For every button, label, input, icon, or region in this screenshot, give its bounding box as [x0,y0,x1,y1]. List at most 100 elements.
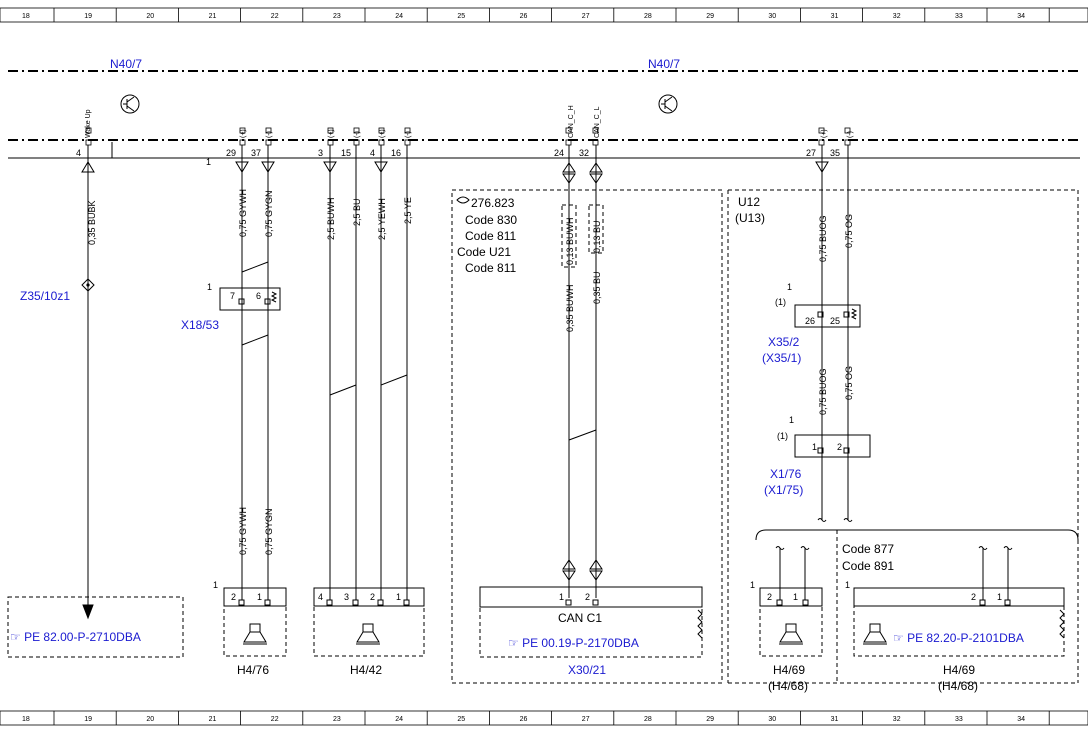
svg-text:Code U21: Code U21 [457,245,511,259]
svg-text:1: 1 [845,580,850,590]
component-h476: 1 2 1 [213,580,287,657]
optional-wire-box [561,204,604,268]
label-h476: H4/76 [237,663,269,677]
ruler-ticks: 1818191920202121222223232424252526262727… [22,8,1050,725]
pin-plus: (+) [821,129,828,138]
wire-symbols [81,161,829,620]
pin-plus: (+) [328,129,335,138]
component-h469-right: 1 2 1 ☞ PE 82.20-P-2101DBA [845,580,1065,657]
svg-text:1: 1 [207,282,212,292]
svg-text:1: 1 [559,592,564,602]
svg-text:1: 1 [997,592,1002,602]
ruler-number-top: 23 [333,13,341,20]
ruler-number-bottom: 27 [582,716,590,723]
svg-text:2: 2 [231,592,236,602]
ruler-number-bottom: 30 [768,716,776,723]
ruler-number-bottom: 29 [706,716,714,723]
svg-text:☞ PE 82.00-P-2710DBA: ☞ PE 82.00-P-2710DBA [10,630,141,644]
wire-buwh-25: 2,5 BUWH [326,197,336,240]
svg-text:4: 4 [318,592,323,602]
pin-number: 29 [226,148,236,158]
speaker-icon [243,623,267,645]
wire-og: 0,75 OG [844,366,854,400]
svg-text:☞ PE 00.19-P-2170DBA: ☞ PE 00.19-P-2170DBA [508,636,639,650]
svg-text:U12: U12 [738,195,760,209]
ruler-number-bottom: 25 [457,716,465,723]
ruler-number-top: 21 [209,13,217,20]
ruler-number-bottom: 34 [1017,716,1025,723]
pin-number: 3 [318,148,323,158]
label-h442: H4/42 [350,663,382,677]
pin-number: 24 [554,148,564,158]
wire-buwh-035: 0,35 BUWH [565,284,575,332]
connector-z35: Z35/10z1 [20,289,70,303]
wire-gywh: 0,75 GYWH [238,507,248,555]
wire-og: 0,75 OG [844,214,854,248]
ruler-number-top: 33 [955,13,963,20]
wire-yewh-25: 2,5 YEWH [377,198,387,240]
svg-text:7: 7 [230,291,235,301]
pin-minus: (-) [405,131,412,138]
module-boundary [8,70,1080,141]
wire-bubk: 0,35 BUBK [87,200,97,245]
svg-text:2: 2 [971,592,976,602]
transistor-icon [658,94,678,114]
connector-label-x35-alt: (X35/1) [762,351,801,365]
ruler-number-top: 30 [768,13,776,20]
svg-text:1: 1 [793,592,798,602]
reference-box-pe8200: ☞ PE 82.00-P-2710DBA [7,596,184,658]
label-h469-left: H4/69 [773,663,805,677]
pin-number: 32 [579,148,589,158]
ruler-number-top: 28 [644,13,652,20]
ruler-number-top: 19 [84,13,92,20]
splice-dot [86,283,90,287]
svg-text:Code 830: Code 830 [465,213,517,227]
pin-can-h: CAN_C_H [568,105,575,138]
wire-buog: 0,75 BUOG [818,368,828,415]
pin-plus: (+) [379,129,386,138]
bus-pin-one: 1 [206,157,211,167]
connector-x35: 1 (1) 26 25 [775,282,861,328]
ruler-number-top: 25 [457,13,465,20]
wire-labels: 0,35 BUBK 0,75 GYWH 0,75 GYGN 0,75 GYWH … [87,189,854,555]
wire-buwh-013: 0,13 BUWH [565,217,575,265]
svg-text:276.823: 276.823 [471,196,515,210]
transistor-icon [120,94,140,114]
svg-text:6: 6 [256,291,261,301]
ruler-number-bottom: 28 [644,716,652,723]
svg-text:1: 1 [787,282,792,292]
pin-wake-up: Wake Up [85,109,92,138]
ruler-number-bottom: 18 [22,716,30,723]
wire-gywh: 0,75 GYWH [238,189,248,237]
bottom-ruler [0,710,1088,726]
svg-text:(1): (1) [777,431,788,441]
wire-gygn: 0,75 GYGN [264,190,274,237]
wire-gygn: 0,75 GYGN [264,508,274,555]
ruler-number-top: 18 [22,13,30,20]
connector-label-x1: X1/76 [770,467,802,481]
module-connector-bar [8,142,1080,159]
speaker-icon [779,623,803,645]
svg-text:(U13): (U13) [735,211,765,225]
svg-text:Code 811: Code 811 [465,261,516,275]
ruler-number-bottom: 32 [893,716,901,723]
speaker-icon [356,623,380,645]
pin-number: 35 [830,148,840,158]
ruler-number-bottom: 26 [520,716,528,723]
svg-text:1: 1 [750,580,755,590]
wire-bu-25: 2,5 BU [352,198,362,226]
speaker-icon [863,623,887,645]
module-pins: Wake Up (+) (-) (+) (-) (+) (-) CAN_C_H … [76,105,854,158]
connector-x1: 1 (1) 1 2 [777,415,871,458]
ruler-number-top: 27 [582,13,590,20]
label-h469-right: H4/69 [943,663,975,677]
wire-bu-035: 0,35 BU [592,271,602,304]
component-h469-left: 1 2 1 [750,580,823,657]
svg-text:25: 25 [830,316,840,326]
svg-text:26: 26 [805,316,815,326]
svg-text:1: 1 [789,415,794,425]
ruler-number-top: 32 [893,13,901,20]
label-x3021: X30/21 [568,663,606,677]
ruler-number-bottom: 31 [831,716,839,723]
